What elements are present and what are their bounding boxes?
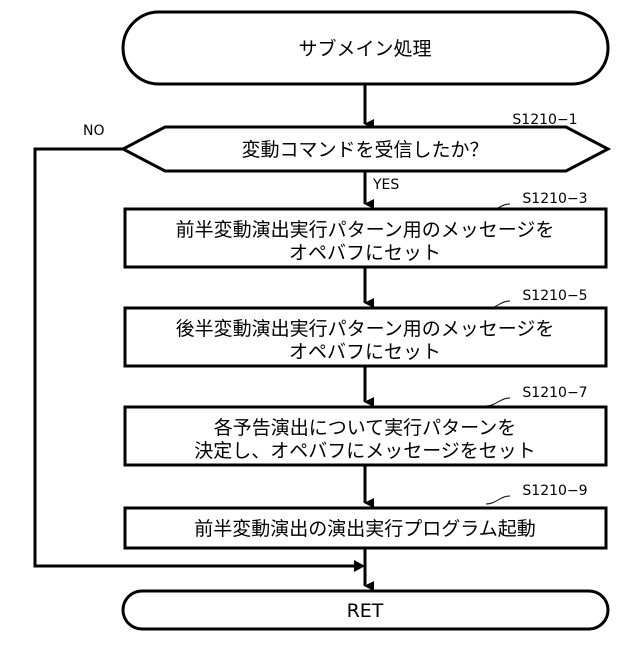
step2-label: S1210−5 xyxy=(522,288,587,304)
step1-label: S1210−3 xyxy=(522,191,587,207)
step3-label: S1210−7 xyxy=(522,385,587,401)
yes-label: YES xyxy=(372,177,399,193)
no-branch-arrowhead xyxy=(354,560,365,572)
step1-text-line1: 前半変動演出実行パターン用のメッセージを xyxy=(176,219,555,241)
decision-text: 変動コマンドを受信したか？ xyxy=(241,139,488,161)
start-terminal-text: サブメイン処理 xyxy=(298,37,431,60)
end-terminal-text: RET xyxy=(347,600,384,622)
step2-text-line1: 後半変動演出実行パターン用のメッセージを xyxy=(176,318,555,340)
no-label: NO xyxy=(83,123,105,139)
step4-text: 前半変動演出の演出実行プログラム起動 xyxy=(194,518,535,540)
step3-text-line2: 決定し、オペバフにメッセージをセット xyxy=(194,440,536,462)
step3-label-tick xyxy=(486,398,510,406)
step4-label: S1210−9 xyxy=(522,483,587,499)
step1-text-line2: オペバフにセット xyxy=(289,242,441,264)
step3-text-line1: 各予告演出について実行パターンを xyxy=(214,417,516,439)
step4-label-tick xyxy=(486,496,510,504)
step2-text-line2: オペバフにセット xyxy=(289,341,441,363)
